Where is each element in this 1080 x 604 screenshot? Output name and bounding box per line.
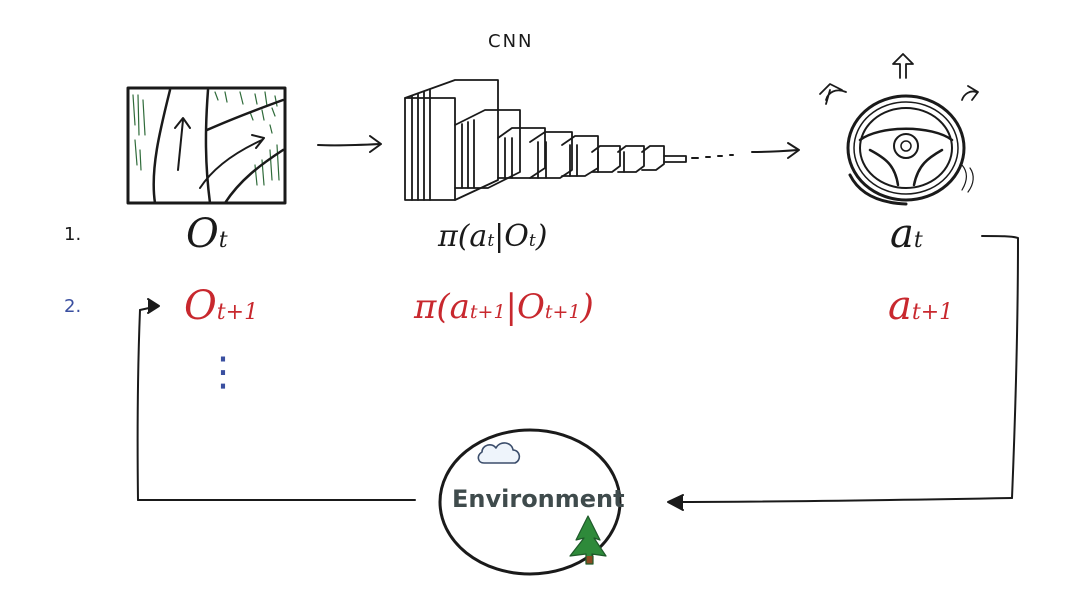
obs-t-sub: t — [218, 228, 228, 253]
observation-image — [126, 86, 287, 205]
continuation-ellipsis: ⋮ — [203, 349, 243, 395]
policy-t1-mid: |O — [505, 287, 545, 327]
obs-t1-main: O — [184, 283, 217, 329]
policy-t-sub-o: t — [528, 231, 536, 251]
arrow-cnn-to-wheel — [751, 142, 800, 159]
policy-t1-sub-o: t+1 — [544, 301, 581, 323]
policy-t-mid: |O — [494, 219, 529, 254]
policy-t-sub-a: t — [487, 231, 495, 251]
step-2-label: 2. — [64, 296, 82, 317]
environment-label: Environment — [452, 485, 625, 513]
policy-t-close: ) — [535, 219, 548, 254]
observation-t-label: Ot — [186, 214, 228, 254]
cnn-label: CNN — [488, 31, 534, 52]
policy-t1-label: π(at+1|Ot+1) — [414, 290, 594, 324]
act-t-sub: t — [913, 228, 923, 253]
obs-t1-sub: t+1 — [216, 300, 259, 325]
cnn-network — [404, 79, 734, 201]
policy-t-open: π(a — [438, 219, 488, 254]
return-path-right — [667, 235, 1019, 511]
act-t1-main: a — [888, 283, 912, 329]
cloud-icon — [477, 442, 521, 464]
action-arrows — [819, 53, 979, 105]
observation-t1-label: Ot+1 — [184, 286, 258, 326]
grass-texture — [132, 91, 280, 186]
tree-icon — [569, 515, 607, 565]
return-path-left — [136, 298, 416, 502]
steering-wheel-icon — [846, 94, 974, 206]
arrow-obs-to-cnn — [317, 135, 382, 153]
policy-t-label: π(at|Ot) — [438, 222, 547, 252]
action-t-label: at — [890, 214, 923, 254]
policy-t1-close: ) — [580, 287, 594, 327]
environment-node — [438, 428, 622, 576]
act-t1-sub: t+1 — [911, 300, 954, 325]
step-1-label: 1. — [64, 224, 82, 245]
policy-t1-sub-a: t+1 — [469, 301, 506, 323]
action-t1-label: at+1 — [888, 286, 953, 326]
obs-t-main: O — [186, 211, 219, 257]
act-t-main: a — [890, 211, 914, 257]
policy-t1-open: π(a — [414, 287, 470, 327]
